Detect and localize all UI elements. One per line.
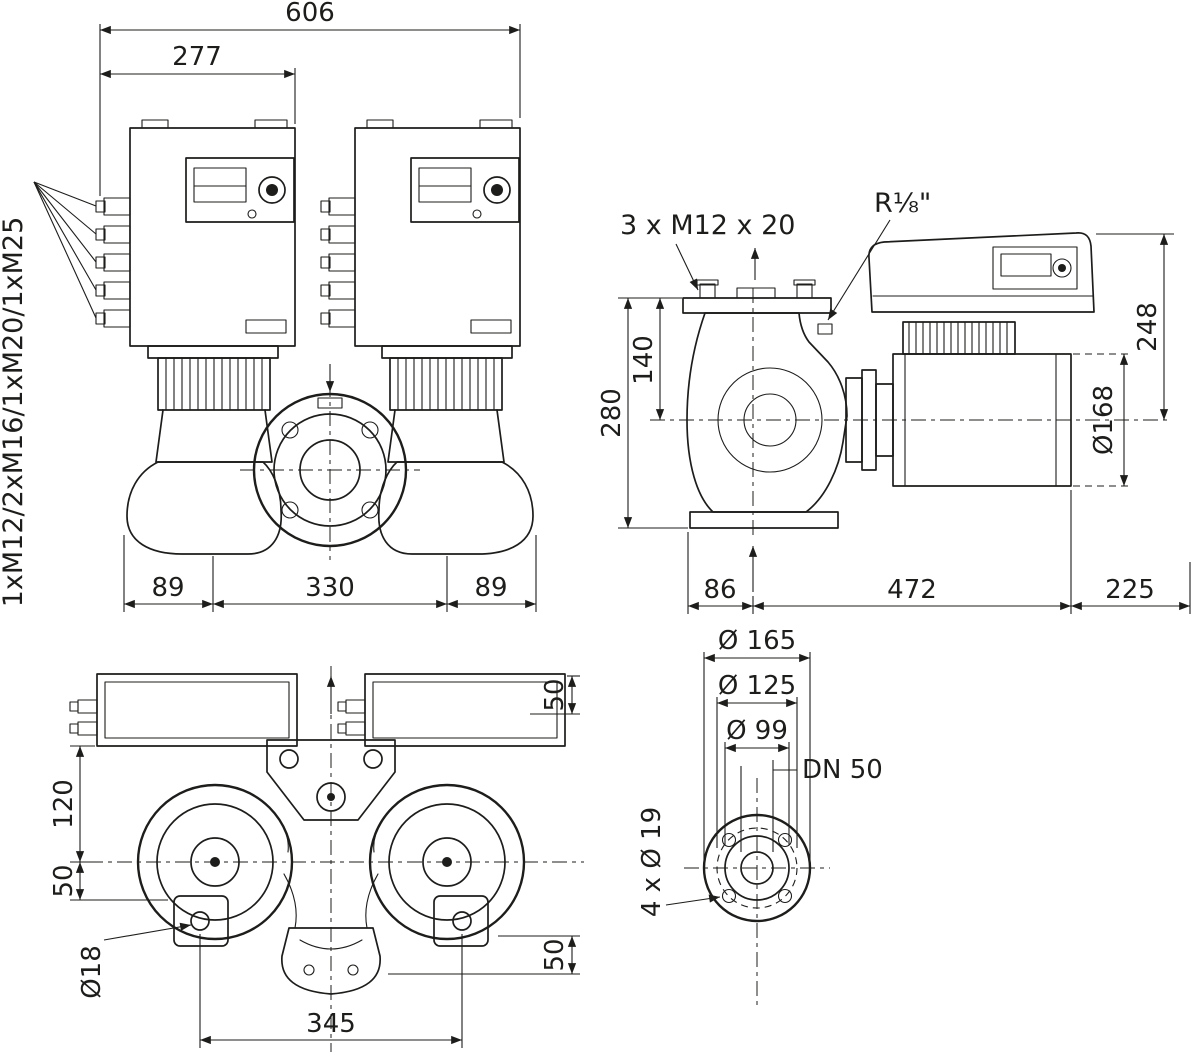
bolt-holes-callout: 4 x Ø 19	[637, 807, 721, 917]
cable-glands-right	[320, 197, 356, 328]
mounting-feet	[173, 895, 489, 947]
dim-140-text: 140	[629, 335, 659, 385]
flange-dims: Ø 165 Ø 125 Ø 99	[703, 626, 811, 860]
dn-callout: DN 50	[740, 755, 883, 852]
plan-suction	[281, 927, 381, 995]
dim-472-text: 472	[887, 575, 937, 605]
control-box-left	[129, 119, 296, 347]
dim-86-text: 86	[703, 575, 736, 605]
control-box-right	[354, 119, 521, 347]
plan-box-right	[337, 673, 566, 747]
plan-bottom-dim: 345	[199, 934, 463, 1048]
dim-125-text: Ø 125	[718, 671, 796, 701]
discharge-flange-front	[240, 364, 420, 560]
motor-left	[126, 345, 283, 555]
plug-callout: R⅛"	[827, 188, 931, 321]
motor-side	[892, 321, 1072, 487]
front-view: 606 277 1xM12/2xM16/1xM20/1xM25	[0, 0, 537, 612]
dim-280-text: 280	[597, 388, 627, 438]
dim-50-left-text: 50	[49, 864, 79, 897]
dim-120-text: 120	[49, 779, 79, 829]
lantern	[845, 369, 894, 471]
dim-50-top-right-text: 50	[540, 678, 570, 711]
bolt-hole	[777, 888, 793, 904]
plan-volute-right	[365, 783, 526, 941]
front-bottom-dims: 89 330 89	[123, 535, 537, 612]
bolt-hole	[777, 832, 793, 848]
dim-330-text: 330	[305, 573, 355, 603]
plug-boss	[817, 323, 833, 335]
control-knob-icon	[1052, 258, 1072, 278]
plan-volute-left	[136, 783, 297, 941]
dim-277-text: 277	[172, 42, 222, 72]
control-knob-icon	[258, 176, 286, 204]
plug-label: R⅛"	[874, 188, 931, 219]
dim-168-text: Ø168	[1089, 385, 1119, 455]
dim-345-text: 345	[306, 1009, 356, 1039]
dim-50-bottom-right-text: 50	[540, 938, 570, 971]
plan-discharge	[266, 739, 396, 821]
dim-99-text: Ø 99	[726, 716, 788, 746]
side-right-dims: 248 Ø168	[1073, 233, 1174, 487]
dn50-label: DN 50	[802, 755, 883, 785]
hole-18-label: Ø18	[77, 945, 107, 999]
plan-left-dims: 120 50	[49, 745, 168, 901]
holes-label: 4 x Ø 19	[637, 807, 667, 917]
hole-callout: Ø18	[77, 922, 192, 999]
plan-right-dims: 50 50	[388, 675, 580, 975]
bolt-hole	[721, 888, 737, 904]
motor-right	[377, 345, 534, 555]
dim-89-right-text: 89	[474, 573, 507, 603]
dim-248-text: 248	[1133, 302, 1163, 352]
discharge-flange-side	[682, 279, 833, 335]
plan-box-left	[69, 673, 298, 747]
side-view: 3 x M12 x 20 R⅛"	[597, 188, 1191, 614]
dim-module-width: 277	[100, 42, 296, 124]
dim-606-text: 606	[285, 0, 335, 28]
flange-view: Ø 165 Ø 125 Ø 99 DN 50 4 x Ø 19	[637, 626, 883, 1008]
dim-165-text: Ø 165	[718, 626, 796, 656]
screw-callout: 3 x M12 x 20	[620, 210, 795, 291]
cable-gland-callout: 1xM12/2xM16/1xM20/1xM25	[0, 181, 97, 608]
side-bottom-dims: 86 472 225	[687, 490, 1191, 614]
electronics-module-side	[868, 232, 1095, 313]
pump-housing-side	[686, 312, 848, 592]
screw-label: 3 x M12 x 20	[620, 210, 795, 241]
dim-total-width: 606	[99, 0, 521, 196]
side-left-dims: 280 140	[597, 297, 688, 529]
cable-gland-label: 1xM12/2xM16/1xM20/1xM25	[0, 217, 29, 608]
dim-89-left-text: 89	[151, 573, 184, 603]
cable-glands-left	[95, 197, 131, 328]
control-knob-icon	[483, 176, 511, 204]
bolt-hole	[721, 832, 737, 848]
plan-view: 120 50 Ø18 345 50 50	[49, 666, 584, 1052]
flange-face	[702, 813, 812, 923]
dim-225-text: 225	[1105, 575, 1155, 605]
heatsink	[902, 321, 1016, 355]
